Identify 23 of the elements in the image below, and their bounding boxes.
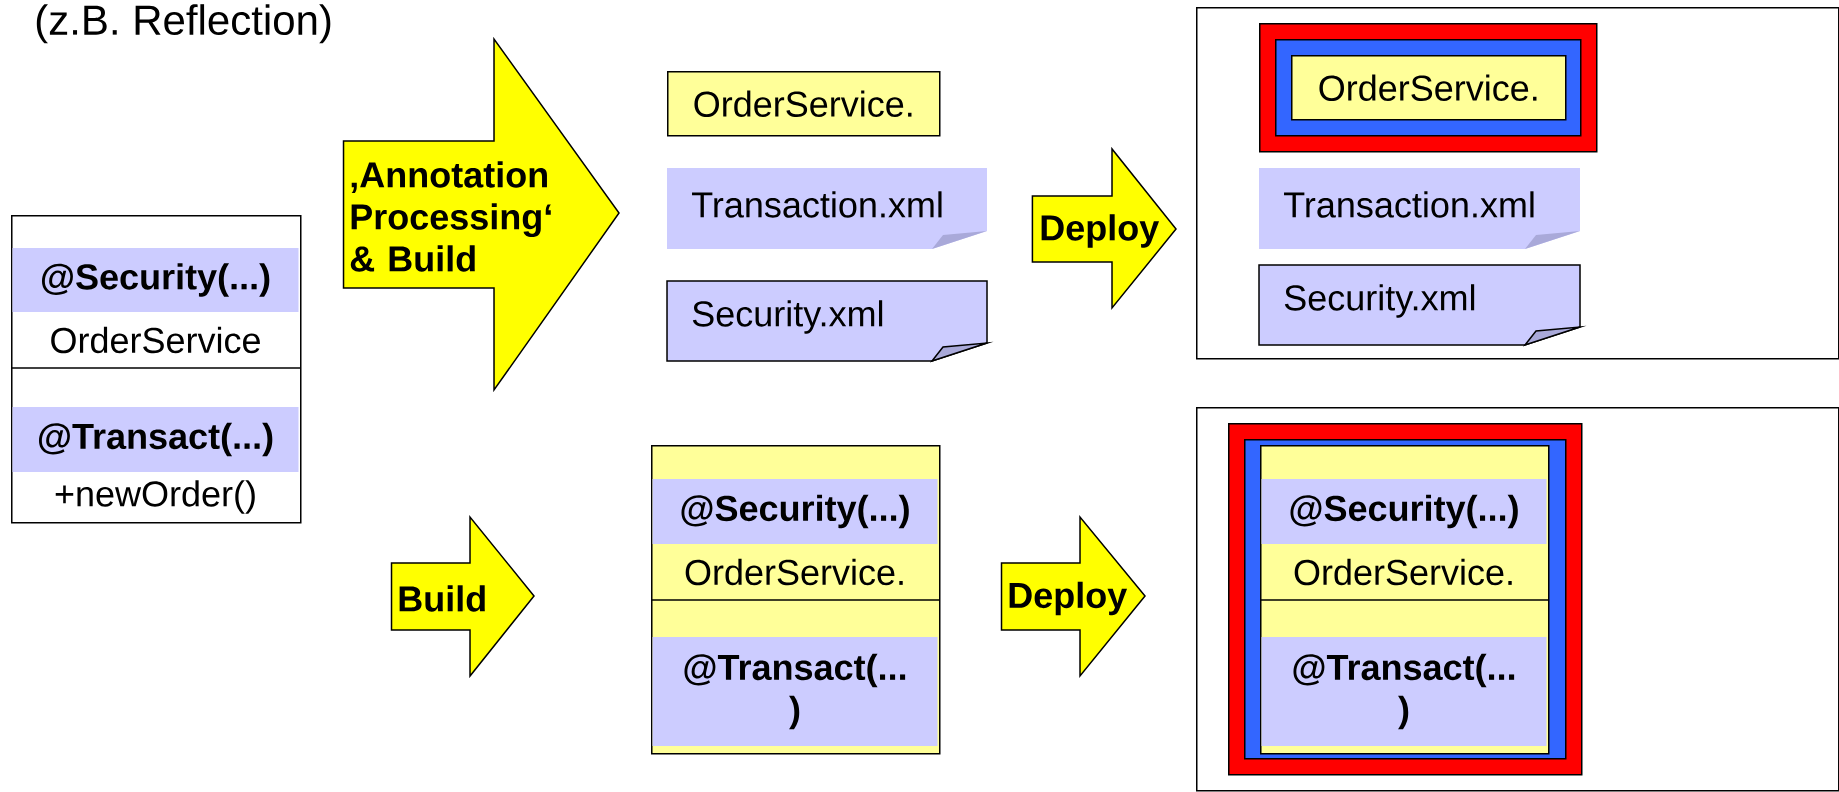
edge-label: Deploy <box>1009 581 1128 616</box>
block-arrow <box>342 36 620 393</box>
annotation-band: @Transact(... ) <box>1261 637 1547 746</box>
text-box: OrderService. <box>667 71 941 137</box>
block-arrow <box>1031 146 1177 311</box>
block-arrow <box>390 514 535 679</box>
annotation-band: @Transact(... ) <box>652 637 938 746</box>
document-note: Transaction.xml <box>667 168 987 249</box>
annotation-band: @Security(...) <box>1261 479 1547 544</box>
heading-text: (z.B. Reflection) <box>36 4 331 44</box>
annotation-band: @Security(...) <box>12 248 299 312</box>
member-text: +newOrder() <box>55 480 255 514</box>
annotation-band: @Security(...) <box>652 479 938 544</box>
document-note: Transaction.xml <box>1259 168 1580 249</box>
annotation-band: @Transact(...) <box>12 407 299 472</box>
edge-label: Deploy <box>1041 214 1160 248</box>
member-text: OrderService. <box>1294 558 1512 586</box>
member-text: OrderService <box>51 326 260 354</box>
member-text: OrderService. <box>685 558 903 586</box>
edge-label: Build <box>399 585 485 612</box>
block-arrow <box>1000 514 1146 679</box>
edge-label: ‚Annotation Processing‘ & Build <box>350 161 551 272</box>
text-box: OrderService. <box>1291 55 1567 121</box>
